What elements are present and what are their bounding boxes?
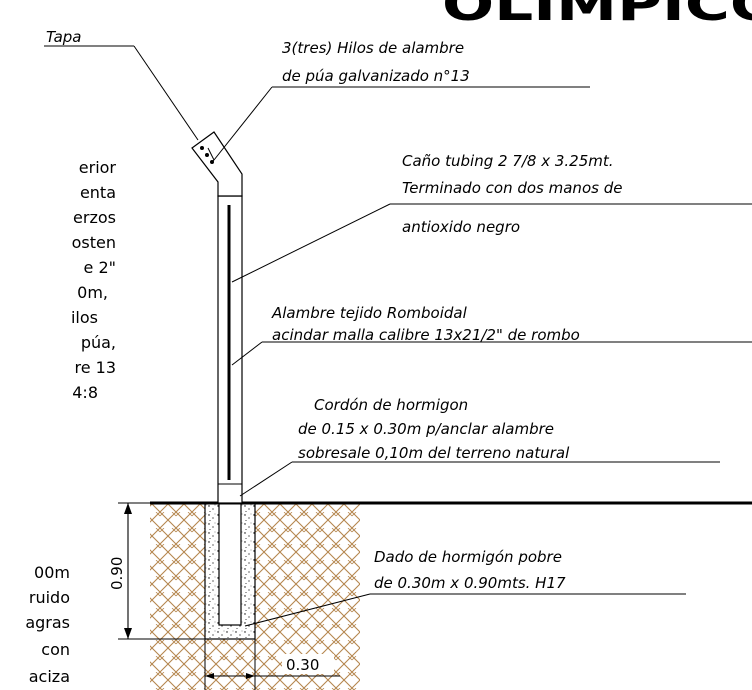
label-tapa: Tapa [46,28,82,46]
label-footing-line1: Dado de hormigón pobre [374,548,562,566]
label-curb-line1: Cordón de hormigon [314,396,468,414]
left-text-lower-line: ruido [29,588,70,607]
left-text-upper-line: 0m, [77,283,108,302]
left-text-lower-line: agras [25,613,70,632]
left-text-lower-line: 00m [34,563,70,582]
label-mesh-line1: Alambre tejido Romboidal [271,304,468,322]
label-curb-line3: sobresale 0,10m del terreno natural [298,444,570,462]
left-text-upper-line: enta [80,183,116,202]
left-text-upper-line: ilos [71,308,98,327]
left-text-upper-line: erior [79,158,117,177]
left-text-upper: erior enta erzos osten e 2" 0m, ilos púa… [71,158,116,402]
label-curb-line2: de 0.15 x 0.30m p/anclar alambre [298,420,554,438]
left-text-upper-line: osten [72,233,116,252]
left-text-upper-line: erzos [73,208,116,227]
left-text-upper-line: púa, [81,333,116,352]
label-wires-line2: de púa galvanizado n°13 [282,67,470,85]
wire-dot [205,153,209,157]
wire-dot [200,146,204,150]
label-footing-line2: de 0.30m x 0.90mts. H17 [374,574,566,592]
left-text-lower-line: aciza [29,667,70,686]
label-pipe-line3: antioxido negro [402,218,520,236]
dimension-width: 0.30 [286,656,319,674]
dimension-depth: 0.90 [108,557,126,590]
post-top-arm [191,131,243,197]
left-text-lower: 00m ruido agras con aciza [25,563,70,686]
title-fragment: OLIMPICO [442,0,752,31]
label-mesh-line2: acindar malla calibre 13x21/2" de rombo [272,326,580,344]
label-wires-line1: 3(tres) Hilos de alambre [282,39,464,57]
left-text-lower-line: con [41,640,70,659]
label-pipe-line2: Terminado con dos manos de [402,179,622,197]
left-text-upper-line: 4:8 [72,383,98,402]
left-text-upper-line: e 2" [84,258,116,277]
label-pipe-line1: Caño tubing 2 7/8 x 3.25mt. [402,152,614,170]
post-socket [218,502,242,626]
left-text-upper-line: re 13 [74,358,116,377]
